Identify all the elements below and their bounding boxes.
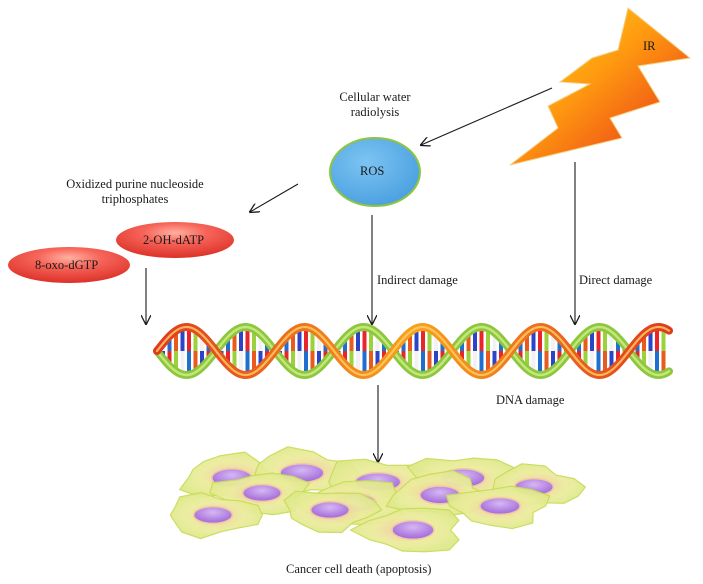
- dna-strand-orange-highlight: [155, 325, 671, 377]
- oh-datp-label: 2-OH-dATP: [143, 233, 205, 247]
- arrows: [146, 87, 575, 462]
- indirect-damage-label: Indirect damage: [377, 273, 458, 287]
- ros-circle: [329, 137, 421, 207]
- oxidized-line2: triphosphates: [101, 192, 169, 206]
- pill-8-oxo-dgtp: [8, 247, 130, 283]
- water-radiolysis-label: Cellular water radiolysis: [320, 90, 430, 120]
- cell-nucleus: [192, 505, 234, 525]
- apoptosis-label: Cancer cell death (apoptosis): [286, 562, 432, 576]
- cell-nucleus: [241, 483, 283, 503]
- ros-label: ROS: [360, 164, 385, 178]
- cell-nucleus: [391, 520, 435, 540]
- oxidized-line1: Oxidized purine nucleoside: [66, 177, 204, 191]
- dna-strand-green-highlight: [155, 325, 671, 377]
- oxidized-purine-label: Oxidized purine nucleoside triphosphates: [40, 177, 230, 207]
- arrow-ros-to-oxidized: [250, 183, 299, 212]
- pill-2-oh-datp: [116, 222, 234, 258]
- water-radiolysis-line2: radiolysis: [350, 105, 400, 119]
- cell-nucleus: [479, 496, 521, 516]
- oxo-dgtp-label: 8-oxo-dGTP: [35, 258, 99, 272]
- lightning-bolt-icon: [509, 7, 692, 166]
- direct-damage-label: Direct damage: [579, 273, 653, 287]
- dna-damage-label: DNA damage: [496, 393, 565, 407]
- cancer-cell-cluster-icon: [169, 446, 586, 553]
- ir-label: IR: [643, 39, 656, 53]
- arrow-ir-to-ros: [421, 87, 553, 145]
- water-radiolysis-line1: Cellular water: [339, 90, 411, 104]
- dna-double-helix-icon: [153, 323, 673, 379]
- cell-nucleus: [309, 500, 351, 520]
